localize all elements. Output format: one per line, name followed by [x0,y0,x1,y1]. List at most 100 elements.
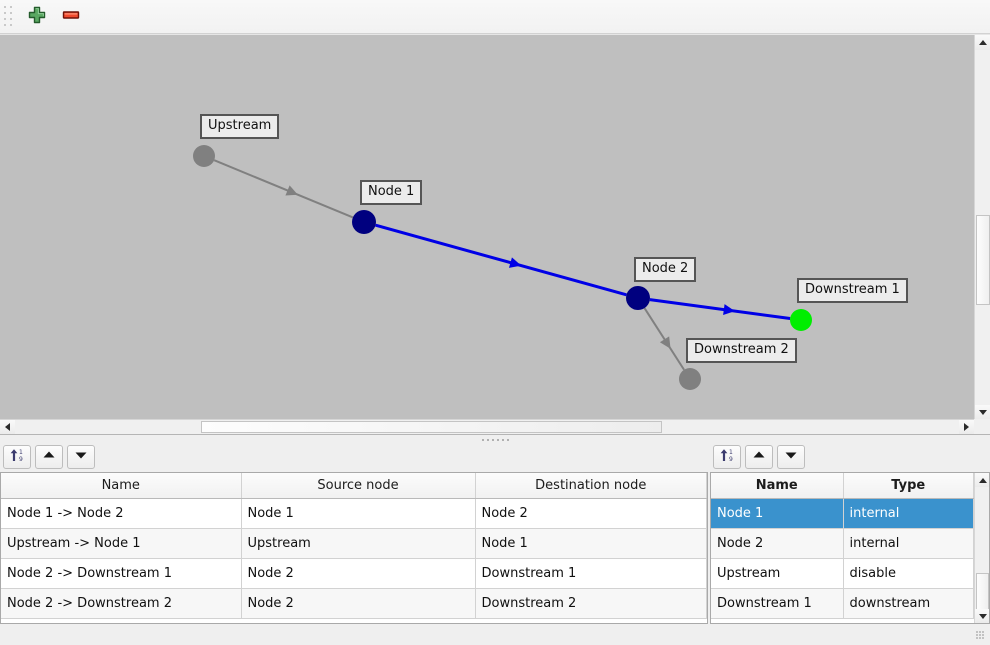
table-cell[interactable]: internal [843,498,974,529]
nodes-move-down-button[interactable] [777,445,805,469]
svg-text:1: 1 [19,449,23,456]
scroll-right-button[interactable] [959,420,974,434]
canvas-vertical-scrollbar[interactable] [974,35,990,420]
nodes-move-up-button[interactable] [745,445,773,469]
splitter-grip-icon [481,438,509,441]
svg-text:9: 9 [19,456,23,463]
edge-arrow-icon [285,185,298,196]
table-cell[interactable]: Node 2 [241,558,476,589]
edges-sort-button[interactable]: 1 9 [3,445,31,469]
edge-arrow-icon [723,304,735,316]
table-cell[interactable]: Node 1 [475,528,707,559]
table-cell[interactable]: Upstream -> Node 1 [1,528,242,559]
table-cell [241,618,475,623]
main-toolbar [0,0,990,34]
table-cell[interactable]: Node 2 [475,498,707,529]
graph-node-label[interactable]: Node 2 [634,257,697,282]
svg-text:9: 9 [729,456,733,463]
table-cell[interactable]: Node 2 [241,588,476,619]
scroll-down-button[interactable] [975,405,990,420]
nodes-sort-button[interactable]: 1 9 [713,445,741,469]
table-cell[interactable]: disable [843,558,974,589]
scroll-up-button[interactable] [975,35,990,50]
column-header-type[interactable]: Type [843,473,974,499]
remove-node-button[interactable] [56,4,86,30]
edges-move-up-button[interactable] [35,445,63,469]
table-cell[interactable]: Downstream 2 [475,588,707,619]
graph-node-label[interactable]: Node 1 [360,180,423,205]
move-up-icon [41,447,57,467]
column-header-name[interactable]: Name [1,473,242,499]
table-cell[interactable]: Node 2 -> Downstream 2 [1,588,242,619]
column-header-source-node[interactable]: Source node [241,473,476,499]
graph-edge[interactable] [213,159,354,219]
scrollbar-corner [974,419,990,434]
table-cell[interactable]: Node 1 [711,498,844,529]
chevron-right-icon [964,423,969,431]
table-cell[interactable]: Downstream 1 [475,558,707,589]
graph-node[interactable] [352,210,376,234]
graph-node[interactable] [679,368,701,390]
graph-node-label[interactable]: Downstream 2 [686,338,797,363]
graph-node-label[interactable]: Upstream [200,114,280,139]
edge-arrow-icon [508,257,522,268]
table-cell[interactable]: Upstream [711,558,844,589]
table-cell[interactable]: Node 1 -> Node 2 [1,498,242,529]
graph-node-label[interactable]: Downstream 1 [797,278,908,303]
table-cell[interactable]: Upstream [241,528,476,559]
add-node-button[interactable] [22,4,52,30]
move-up-icon [751,447,767,467]
panes-splitter[interactable] [0,434,990,444]
toolbar-drag-handle[interactable] [3,5,13,28]
table-cell[interactable]: internal [843,528,974,559]
move-down-icon [73,447,89,467]
table-row-empty[interactable] [711,618,974,623]
nodes-scroll-up-button[interactable] [975,473,989,487]
graph-edge[interactable] [643,307,685,371]
table-cell[interactable]: Downstream 1 [711,588,844,619]
table-cell[interactable]: Node 2 -> Downstream 1 [1,558,242,589]
table-cell[interactable]: Node 1 [241,498,476,529]
chevron-down-icon [979,410,987,415]
nodes-scroll-down-button[interactable] [975,609,989,623]
column-header-name[interactable]: Name [711,473,844,499]
column-header-destination-node[interactable]: Destination node [475,473,707,499]
table-cell [843,618,974,623]
graph-node[interactable] [790,309,812,331]
edge-arrow-icon [659,336,671,349]
remove-icon [61,5,81,28]
nodes-table-scrollbar[interactable] [974,473,989,623]
table-cell[interactable]: downstream [843,588,974,619]
vertical-scroll-thumb[interactable] [976,215,990,305]
svg-text:1: 1 [729,449,733,456]
graph-node[interactable] [193,145,215,167]
window-resize-grip[interactable] [976,631,988,643]
scroll-left-button[interactable] [0,420,15,434]
canvas-horizontal-scrollbar[interactable] [0,419,974,434]
graph-edge[interactable] [649,298,791,321]
table-row-empty[interactable] [1,618,707,623]
graph-node[interactable] [626,286,650,310]
chevron-down-icon [978,613,987,619]
horizontal-scroll-thumb[interactable] [201,421,662,433]
graph-edge[interactable] [375,223,627,297]
edges-move-down-button[interactable] [67,445,95,469]
table-cell[interactable]: Node 2 [711,528,844,559]
